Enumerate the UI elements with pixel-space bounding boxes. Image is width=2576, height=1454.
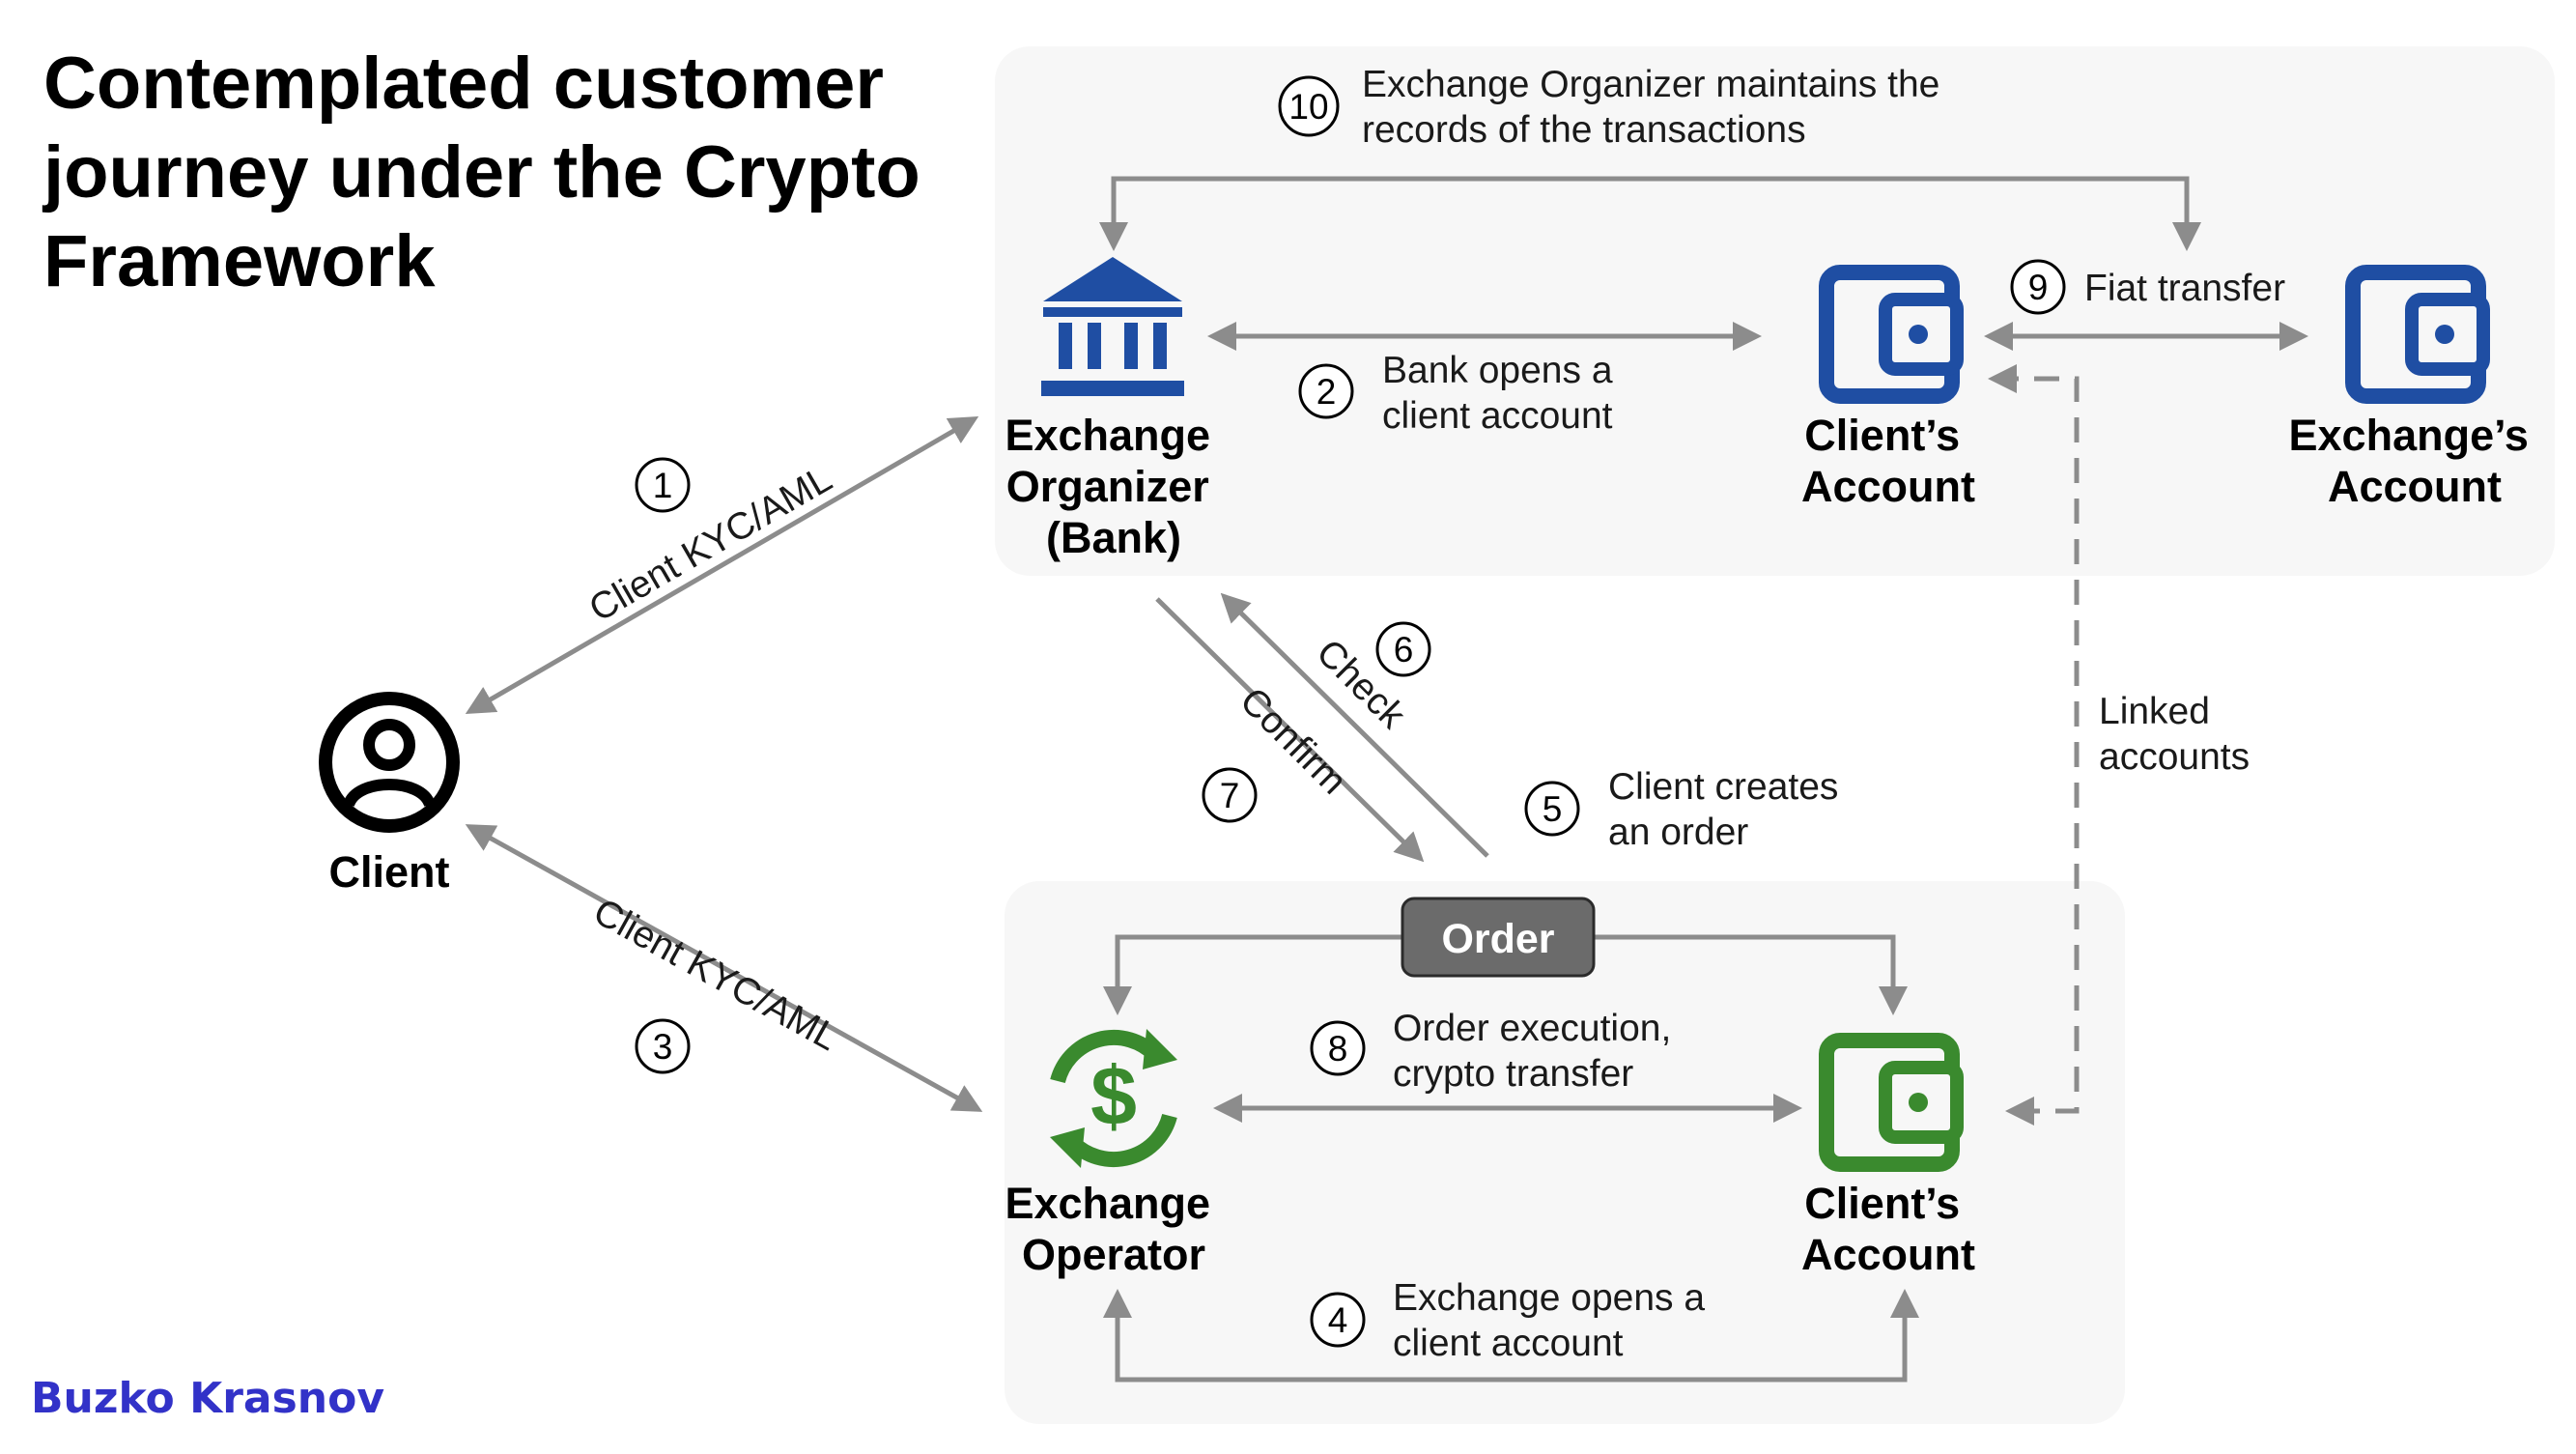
step-4-label: Exchange opens a client account <box>1393 1277 1715 1364</box>
step-9-number: 9 <box>2028 268 2049 307</box>
arrow-order-to-crypto-account <box>1594 934 1908 1015</box>
wallet-icon <box>2345 265 2490 404</box>
step-5-label: Client creates an order <box>1608 766 1849 853</box>
arrow-client-organizer <box>465 415 979 715</box>
step-4-label-line: Exchange opens a <box>1393 1277 1705 1319</box>
step-10-label: Exchange Organizer maintains the records… <box>1362 64 1950 151</box>
linked-accounts-connector <box>1988 364 2080 1126</box>
order-label: Order <box>1441 916 1554 962</box>
page-title-line: Framework <box>43 220 436 302</box>
linked-accounts-label: Linked accounts <box>2099 691 2250 778</box>
arrow-order-to-operator <box>1103 934 1402 1015</box>
svg-text:$: $ <box>1090 1050 1137 1143</box>
page-title: Contemplated customer journey under the … <box>42 43 941 302</box>
step-5-number: 5 <box>1543 789 1563 829</box>
arrow-exchange-opens-account <box>1103 1289 1919 1383</box>
exchange-account-label-line: Exchange’s <box>2289 411 2529 460</box>
brand-label: Buzko Krasnov <box>31 1374 384 1423</box>
step-2-number: 2 <box>1316 372 1337 412</box>
bank-client-account-label: Client’s Account <box>1801 411 1975 511</box>
organizer-label-line: (Bank) <box>1046 513 1181 562</box>
step-10-label-line: Exchange Organizer maintains the <box>1362 64 1939 105</box>
client-label: Client <box>328 847 449 897</box>
arrow-confirm <box>1155 597 1425 863</box>
step-1-badge: 1 <box>635 457 691 513</box>
step-8-number: 8 <box>1328 1029 1348 1069</box>
step-10-label-line: records of the transactions <box>1362 109 1806 151</box>
linked-accounts-label-line: Linked <box>2099 691 2210 732</box>
step-8-label-line: Order execution, <box>1393 1008 1671 1049</box>
order-box <box>1401 897 1596 978</box>
organizer-label-line: Exchange <box>1005 411 1210 460</box>
page-title-line: Contemplated customer <box>43 43 884 125</box>
step-8-badge: 8 <box>1310 1020 1366 1076</box>
step-4-label-line: client account <box>1393 1323 1624 1364</box>
step-5-label-line: an order <box>1608 812 1748 853</box>
step-2-label-line: Bank opens a <box>1382 350 1613 391</box>
crypto-client-account-label: Client’s Account <box>1801 1179 1975 1279</box>
operator-label-line: Operator <box>1022 1230 1205 1279</box>
step-9-label: Fiat transfer <box>2084 268 2285 309</box>
step-2-label-line: client account <box>1382 395 1613 437</box>
page-title-line: journey under the Crypto <box>42 131 920 214</box>
linked-accounts-label-line: accounts <box>2099 736 2250 778</box>
step-5-label-line: Client creates <box>1608 766 1838 808</box>
step-4-badge: 4 <box>1310 1292 1366 1348</box>
bank-client-account-label-line: Client’s <box>1804 411 1960 460</box>
crypto-client-account-label-line: Client’s <box>1804 1179 1960 1228</box>
step-2-label: Bank opens a client account <box>1382 350 1623 437</box>
step-3-label: Client KYC/AML <box>586 891 844 1059</box>
exchange-account-label-line: Account <box>2328 462 2502 511</box>
crypto-panel <box>1005 881 2125 1424</box>
wallet-icon <box>1819 1033 1964 1172</box>
operator-label-line: Exchange <box>1005 1179 1210 1228</box>
arrow-client-operator <box>465 824 983 1112</box>
user-circle-icon <box>319 692 460 833</box>
exchange-account-label: Exchange’s Account <box>2289 411 2541 511</box>
step-1-label: Client KYC/AML <box>582 458 839 630</box>
step-5-badge: 5 <box>1524 781 1580 837</box>
step-1-number: 1 <box>653 466 673 505</box>
step-10-number: 10 <box>1288 87 1328 127</box>
bank-client-account-label-line: Account <box>1801 462 1975 511</box>
step-7-badge: 7 <box>1202 767 1258 823</box>
step-8-label-line: crypto transfer <box>1393 1053 1633 1095</box>
step-3-badge: 3 <box>635 1018 691 1074</box>
step-10-badge: 10 <box>1278 75 1340 137</box>
step-8-label: Order execution, crypto transfer <box>1393 1008 1682 1095</box>
arrow-check <box>1220 592 1489 858</box>
crypto-client-account-label-line: Account <box>1801 1230 1975 1279</box>
bank-icon <box>1041 257 1184 396</box>
organizer-label-line: Organizer <box>1006 462 1209 511</box>
operator-label: Exchange Operator <box>1005 1179 1222 1279</box>
arrow-records <box>1099 176 2201 251</box>
dollar-exchange-icon: $ <box>1050 1029 1177 1168</box>
step-2-badge: 2 <box>1298 363 1354 419</box>
step-3-number: 3 <box>653 1027 673 1067</box>
step-6-number: 6 <box>1394 630 1414 670</box>
step-7-number: 7 <box>1220 776 1240 815</box>
step-9-badge: 9 <box>2010 259 2066 315</box>
step-6-badge: 6 <box>1375 621 1431 677</box>
organizer-label: Exchange Organizer (Bank) <box>1005 411 1222 562</box>
wallet-icon <box>1819 265 1964 404</box>
step-4-number: 4 <box>1328 1300 1348 1340</box>
